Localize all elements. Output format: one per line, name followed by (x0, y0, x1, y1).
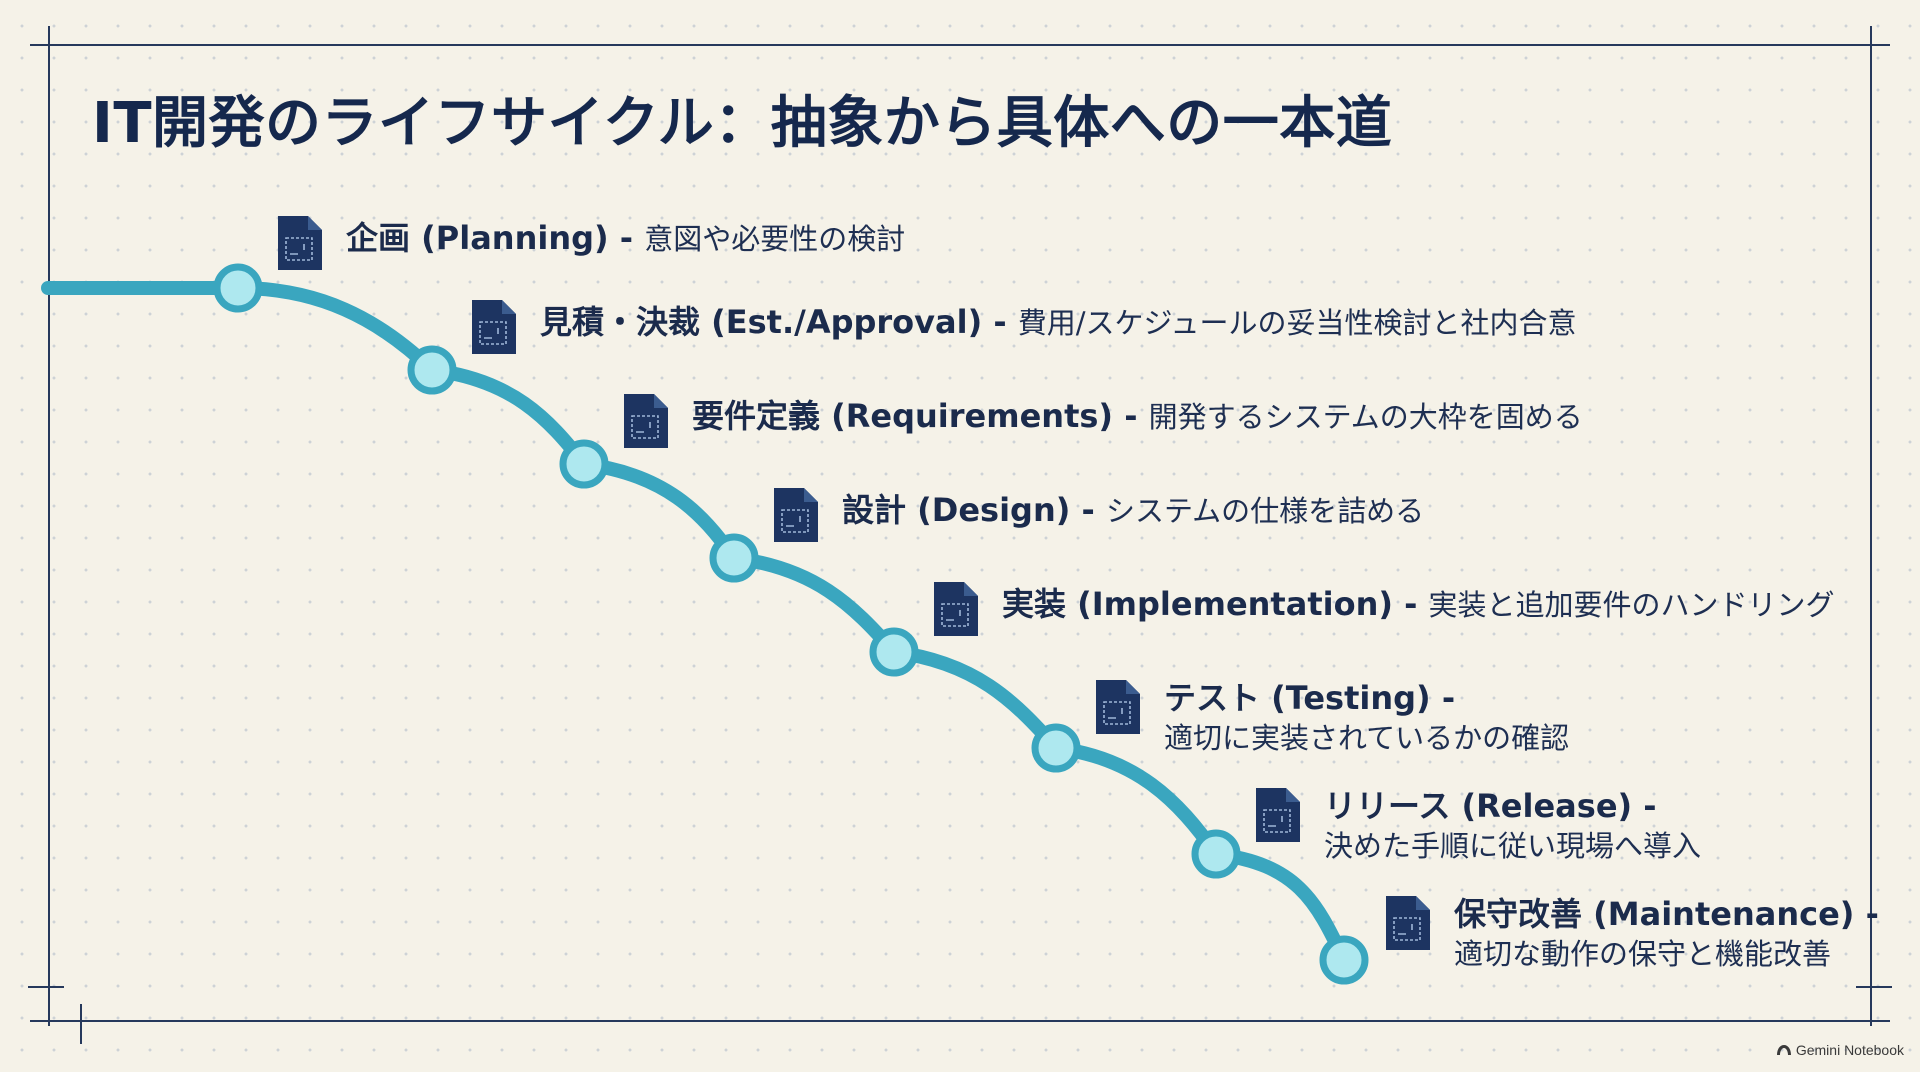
path-node (213, 263, 263, 313)
step-separator: - (1854, 895, 1879, 933)
step-title: 企画 (Planning) (346, 219, 609, 257)
document-icon (774, 488, 818, 542)
step-text: 要件定義 (Requirements) - 開発するシステムの大枠を固める (692, 392, 1583, 437)
step-separator: - (1392, 585, 1429, 623)
frame-left-line (48, 26, 50, 1026)
step-separator: - (1070, 491, 1106, 529)
step-separator: - (608, 219, 645, 257)
path-node (559, 439, 609, 489)
step-text: 設計 (Design) - システムの仕様を詰める (842, 486, 1424, 531)
step-description: 費用/スケジュールの妥当性検討と社内合意 (1017, 306, 1577, 340)
path-node (407, 345, 457, 395)
step-description: 開発するシステムの大枠を固める (1148, 400, 1583, 434)
step-text: 保守改善 (Maintenance) -適切な動作の保守と機能改善 (1454, 894, 1879, 974)
notebook-logo-icon (1776, 1045, 1791, 1055)
step-separator: - (1113, 397, 1149, 435)
step-estimate-approval: 見積・決裁 (Est./Approval) - 費用/スケジュールの妥当性検討と… (470, 298, 1577, 356)
step-planning: 企画 (Planning) - 意図や必要性の検討 (276, 214, 905, 272)
step-description: システムの仕様を詰める (1105, 494, 1425, 528)
frame-right-line (1870, 26, 1872, 1026)
document-icon (1096, 680, 1140, 734)
step-testing: テスト (Testing) - 適切に実装されているかの確認 (1094, 678, 1569, 758)
step-maintenance: 保守改善 (Maintenance) -適切な動作の保守と機能改善 (1384, 894, 1879, 974)
path-node (1191, 829, 1241, 879)
step-text: 見積・決裁 (Est./Approval) - 費用/スケジュールの妥当性検討と… (540, 298, 1577, 343)
frame-corner-mark (28, 986, 64, 988)
brand-watermark: Gemini Notebook (1776, 1042, 1904, 1058)
step-separator: - (1632, 787, 1657, 825)
frame-corner-mark (80, 1004, 82, 1044)
document-icon (1386, 896, 1430, 950)
step-title: 保守改善 (Maintenance) (1454, 895, 1855, 933)
path-node (1031, 723, 1081, 773)
step-description: 意図や必要性の検討 (644, 222, 906, 256)
document-icon (1256, 788, 1300, 842)
brand-label: Gemini Notebook (1795, 1042, 1904, 1058)
step-description: 適切に実装されているかの確認 (1164, 721, 1570, 755)
document-icon (278, 216, 322, 270)
step-text: 企画 (Planning) - 意図や必要性の検討 (346, 214, 905, 259)
frame-bottom-line (30, 1020, 1890, 1022)
step-implementation: 実装 (Implementation) - 実装と追加要件のハンドリング (932, 580, 1835, 638)
path-node (709, 533, 759, 583)
step-title: 実装 (Implementation) (1002, 585, 1393, 623)
path-node (869, 627, 919, 677)
step-separator: - (982, 303, 1018, 341)
step-separator: - (1430, 679, 1456, 717)
step-text: 実装 (Implementation) - 実装と追加要件のハンドリング (1002, 580, 1835, 625)
path-node (1319, 935, 1369, 985)
frame-corner-mark (1856, 986, 1892, 988)
step-requirements: 要件定義 (Requirements) - 開発するシステムの大枠を固める (622, 392, 1583, 450)
step-title: テスト (Testing) (1164, 679, 1431, 717)
page-title: IT開発のライフサイクル：抽象から具体への一本道 (92, 91, 1393, 156)
path-nodes (213, 263, 1369, 985)
step-description: 適切な動作の保守と機能改善 (1454, 937, 1832, 971)
document-icon (472, 300, 516, 354)
step-text: テスト (Testing) - 適切に実装されているかの確認 (1164, 678, 1569, 758)
step-title: 要件定義 (Requirements) (692, 397, 1114, 435)
step-title: リリース (Release) (1324, 787, 1633, 825)
document-icon (624, 394, 668, 448)
step-design: 設計 (Design) - システムの仕様を詰める (772, 486, 1424, 544)
document-icon (934, 582, 978, 636)
step-description: 決めた手順に従い現場へ導入 (1324, 829, 1702, 863)
step-title: 見積・決裁 (Est./Approval) (540, 303, 983, 341)
step-text: リリース (Release) - 決めた手順に従い現場へ導入 (1324, 786, 1701, 866)
step-release: リリース (Release) - 決めた手順に従い現場へ導入 (1254, 786, 1701, 866)
step-description: 実装と追加要件のハンドリング (1428, 588, 1835, 622)
frame-top-line (30, 44, 1890, 46)
step-title: 設計 (Design) (842, 491, 1071, 529)
